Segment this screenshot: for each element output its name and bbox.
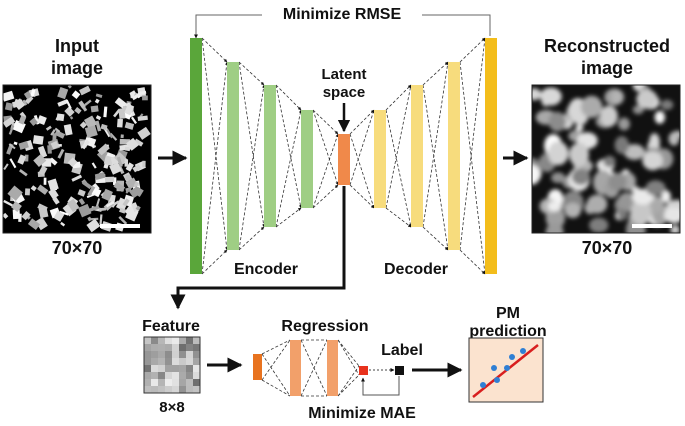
encoder-layer-1 <box>190 38 202 274</box>
scatter-point <box>504 365 510 371</box>
decoder-label: Decoder <box>384 261 448 278</box>
latent-space-label-line2: space <box>323 84 366 101</box>
scatter-point <box>491 365 497 371</box>
reconstructed-title-line2: image <box>581 58 633 78</box>
label-text: Label <box>381 342 423 359</box>
regression-connections <box>261 339 360 397</box>
pm-prediction-label-line1: PM <box>496 305 520 322</box>
scatter-point <box>509 354 515 360</box>
regression-output-node <box>359 366 368 375</box>
input-image <box>1 84 152 234</box>
input-size-label: 70×70 <box>52 238 103 258</box>
scatter-point <box>520 348 526 354</box>
reconstructed-image <box>531 84 681 234</box>
encoder-layer-4 <box>301 110 313 208</box>
decoder-layer-4 <box>485 38 497 274</box>
decoder-layer-2 <box>411 85 423 227</box>
regression-layer-2 <box>290 340 301 396</box>
scatter-point <box>480 382 486 388</box>
reconstructed-title-line1: Reconstructed <box>544 36 670 56</box>
pm-prediction-label-line2: prediction <box>469 323 546 340</box>
minimize-rmse-label: Minimize RMSE <box>283 6 402 23</box>
regression-label: Regression <box>281 318 368 335</box>
regression-layer-3 <box>327 340 338 396</box>
input-image-title-line2: image <box>51 58 103 78</box>
regression-layer-1 <box>253 354 262 380</box>
pm-prediction-scatter-icon <box>468 337 544 403</box>
encoder-label: Encoder <box>234 261 298 278</box>
autoencoder-connections <box>201 37 487 275</box>
feature-size-label: 8×8 <box>159 399 184 416</box>
minimize-mae-label: Minimize MAE <box>308 405 416 422</box>
decoder-layer-1 <box>374 110 386 208</box>
label-node <box>395 366 404 375</box>
encoder-layer-2 <box>227 62 239 250</box>
latent-space-label-line1: Latent <box>322 66 367 83</box>
input-scale-bar <box>100 224 140 228</box>
encoder-layer-3 <box>264 85 276 227</box>
decoder-layer-3 <box>448 62 460 250</box>
input-image-title-line1: Input <box>55 36 99 56</box>
mae-loop-line <box>361 376 400 396</box>
reconstructed-size-label: 70×70 <box>582 238 633 258</box>
output-scale-bar <box>632 224 672 228</box>
latent-layer <box>338 134 350 185</box>
feature-map <box>144 337 200 393</box>
fit-line <box>472 344 539 398</box>
latent-to-feature-arrow <box>170 186 346 310</box>
feature-label: Feature <box>142 318 200 335</box>
scatter-point <box>494 377 500 383</box>
